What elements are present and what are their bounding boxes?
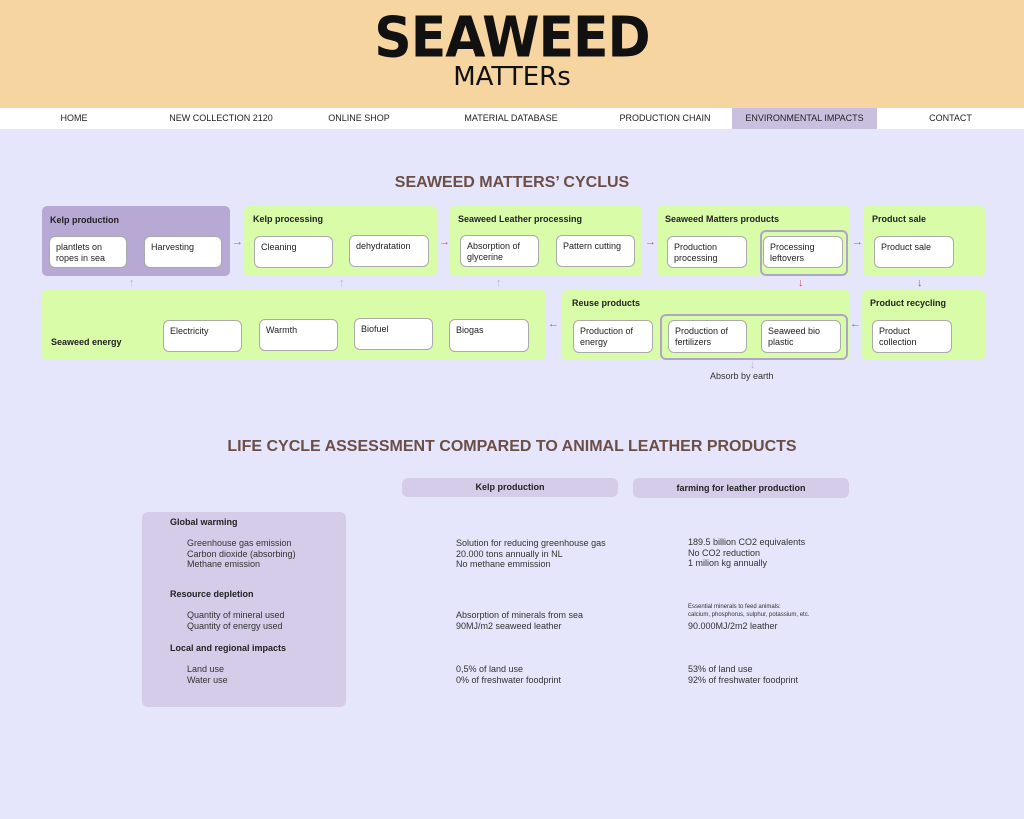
card-product-collection[interactable]: Product collection xyxy=(872,320,952,353)
kelp-value: Solution for reducing greenhouse gas xyxy=(456,538,606,548)
nav-environmental-impacts[interactable]: ENVIRONMENTAL IMPACTS xyxy=(732,108,877,129)
card-plantlets[interactable]: plantlets on ropes in sea xyxy=(49,236,127,268)
panel-kelp-production: Kelp production plantlets on ropes in se… xyxy=(42,206,230,276)
card-biogas[interactable]: Biogas xyxy=(449,319,529,352)
panel-label: Product recycling xyxy=(870,298,947,308)
card-absorption-glycerine[interactable]: Absorption of glycerine xyxy=(460,235,539,267)
row-label: Water use xyxy=(187,674,228,685)
leather-note: Essential minerals to feed animals: xyxy=(688,604,781,610)
absorb-note: Absorb by earth xyxy=(710,371,774,381)
panel-product-recycling: Product recycling Product collection xyxy=(862,290,985,360)
row-label: Land use xyxy=(187,664,225,674)
arrow-right-icon: → xyxy=(439,236,450,248)
card-warmth[interactable]: Warmth xyxy=(259,319,338,351)
category-global-warming: Global warming xyxy=(170,517,238,527)
card-pattern-cutting[interactable]: Pattern cutting xyxy=(556,235,635,267)
panel-label: Seaweed Leather processing xyxy=(458,214,583,224)
card-processing-leftovers[interactable]: Processing leftovers xyxy=(763,236,843,268)
lca-title: LIFE CYCLE ASSESSMENT COMPARED TO ANIMAL… xyxy=(227,438,797,455)
leather-value: 90.000MJ/2m2 leather xyxy=(688,620,778,631)
card-production-processing[interactable]: Production processing xyxy=(667,236,747,268)
nav-material-database[interactable]: MATERIAL DATABASE xyxy=(464,113,558,123)
panel-seaweed-energy: Seaweed energy Electricity Warmth Biofue… xyxy=(42,290,546,360)
card-dehydratation[interactable]: dehydratation xyxy=(349,235,429,267)
nav-home[interactable]: HOME xyxy=(60,113,88,123)
row-label: Carbon dioxide (absorbing) xyxy=(187,548,296,559)
highlight-frame xyxy=(760,230,848,276)
kelp-value: 0% of freshwater foodprint xyxy=(456,674,562,685)
kelp-value: Absorption of minerals from sea xyxy=(456,610,584,620)
main-nav: HOME NEW COLLECTION 2120 ONLINE SHOP MAT… xyxy=(0,108,1024,129)
leather-note: calcium, phosphorus, sulphur, potassium,… xyxy=(688,612,810,618)
row-label: Methane emission xyxy=(187,559,261,569)
arrow-up-icon: ↑ xyxy=(496,277,502,289)
kelp-value: 20.000 tons annually in NL xyxy=(456,548,563,559)
nav-contact[interactable]: CONTACT xyxy=(929,113,972,123)
row-label: Greenhouse gas emission xyxy=(187,538,292,548)
row-label: Quantity of energy used xyxy=(187,620,283,631)
card-harvesting[interactable]: Harvesting xyxy=(144,236,222,268)
cyclus-title: SEAWEED MATTERS’ CYCLUS xyxy=(394,174,630,191)
leather-value: 1 milion kg annually xyxy=(688,558,768,568)
panel-reuse-products: Reuse products Production of energy Prod… xyxy=(562,290,850,360)
arrow-right-icon: → xyxy=(645,236,656,248)
panel-label: Reuse products xyxy=(572,298,641,308)
arrow-left-icon: ← xyxy=(850,318,861,330)
row-label: Quantity of mineral used xyxy=(187,610,285,620)
card-production-fertilizers[interactable]: Production of fertilizers xyxy=(668,320,747,353)
panel-label: Kelp processing xyxy=(253,214,324,224)
panel-seaweed-matters-products: Seaweed Matters products Production proc… xyxy=(657,206,850,276)
leather-value: 53% of land use xyxy=(688,664,753,674)
card-biofuel[interactable]: Biofuel xyxy=(354,318,433,350)
kelp-value: 0,5% of land use xyxy=(456,664,524,674)
arrow-up-icon: ↑ xyxy=(339,277,345,289)
panel-product-sale: Product sale Product sale xyxy=(863,206,985,276)
panel-label: Product sale xyxy=(872,214,927,224)
leather-value: 189.5 billion CO2 equivalents xyxy=(688,537,806,547)
arrow-down-icon: ↓ xyxy=(917,277,923,289)
nav-production-chain[interactable]: PRODUCTION CHAIN xyxy=(619,113,711,123)
column-header-leather: farming for leather production xyxy=(633,478,849,498)
highlight-frame xyxy=(660,314,848,360)
nav-new-collection[interactable]: NEW COLLECTION 2120 xyxy=(169,113,273,123)
column-header-kelp: Kelp production xyxy=(402,478,618,497)
kelp-value: 90MJ/m2 seaweed leather xyxy=(456,620,562,631)
logo-subtitle: MATTERs xyxy=(453,62,571,92)
logo-title[interactable]: SEAWEED xyxy=(374,5,650,71)
arrow-right-icon: → xyxy=(232,236,243,248)
nav-online-shop[interactable]: ONLINE SHOP xyxy=(328,113,390,123)
card-electricity[interactable]: Electricity xyxy=(163,320,242,352)
arrow-up-icon: ↑ xyxy=(129,277,135,289)
panel-kelp-processing: Kelp processing Cleaning dehydratation xyxy=(244,206,437,276)
leather-value: No CO2 reduction xyxy=(688,547,761,558)
card-production-energy[interactable]: Production of energy xyxy=(573,320,653,353)
panel-leather-processing: Seaweed Leather processing Absorption of… xyxy=(450,206,642,276)
panel-label: Seaweed energy xyxy=(51,337,122,347)
arrow-down-icon: ↓ xyxy=(750,359,756,371)
category-local-regional: Local and regional impacts xyxy=(170,643,287,653)
kelp-value: No methane emmission xyxy=(456,559,551,569)
site-header: SEAWEED MATTERs xyxy=(0,0,1024,108)
panel-label: Seaweed Matters products xyxy=(665,214,780,224)
leather-value: 92% of freshwater foodprint xyxy=(688,674,799,685)
card-cleaning[interactable]: Cleaning xyxy=(254,236,333,268)
category-resource-depletion: Resource depletion xyxy=(170,589,254,599)
card-seaweed-bio-plastic[interactable]: Seaweed bio plastic xyxy=(761,320,841,353)
panel-label: Kelp production xyxy=(50,215,119,225)
arrow-left-icon: ← xyxy=(548,318,559,330)
arrow-right-icon: → xyxy=(852,236,863,248)
lca-categories-box xyxy=(142,512,346,707)
card-product-sale[interactable]: Product sale xyxy=(874,236,954,268)
arrow-down-icon: ↓ xyxy=(798,277,804,289)
